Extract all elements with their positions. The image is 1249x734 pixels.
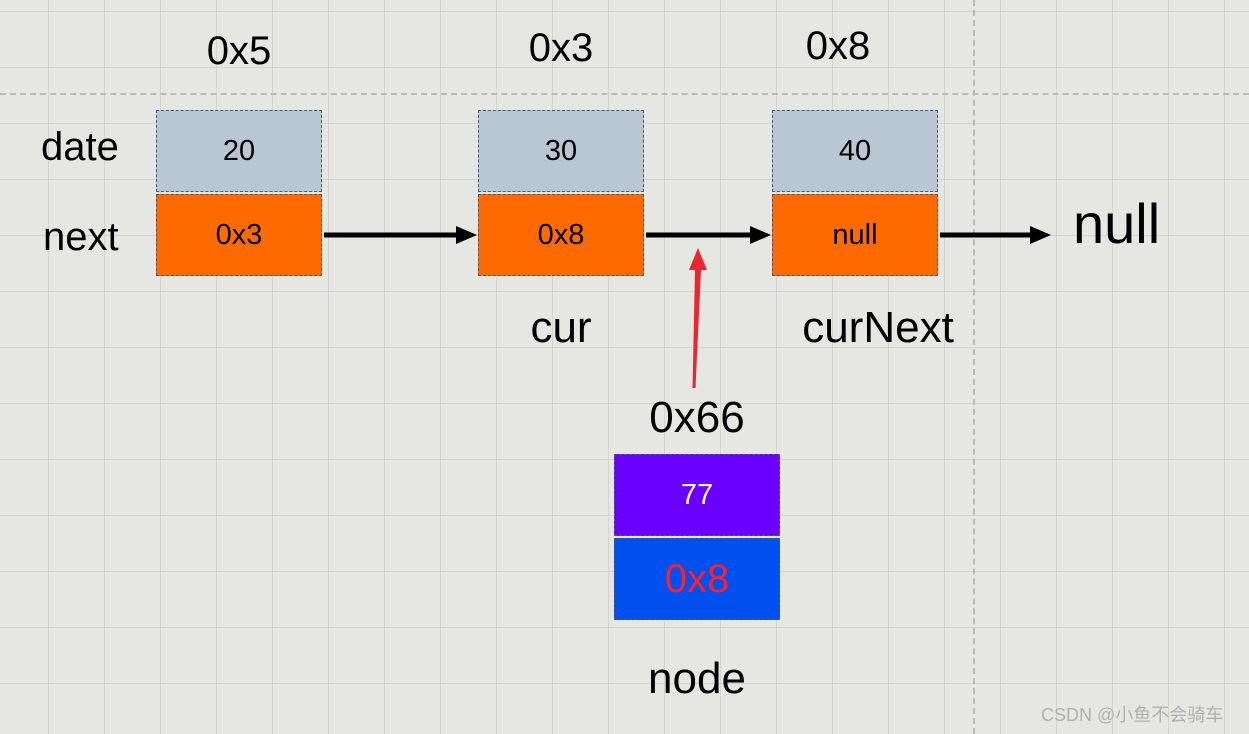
arrowhead-node1-to-node2 xyxy=(456,226,477,244)
row-label-date: date xyxy=(41,125,119,169)
node-1-date-cell: 20 xyxy=(156,110,322,192)
horizontal-guide-line xyxy=(0,93,1249,95)
new-node-next-value: 0x8 xyxy=(664,556,730,601)
node-1-date-value: 20 xyxy=(222,134,256,167)
node-1-next-value: 0x3 xyxy=(215,218,263,251)
node-2-address: 0x3 xyxy=(528,26,594,70)
node-2-variable-name: cur xyxy=(530,303,592,352)
list-terminal-null: null xyxy=(1073,192,1161,255)
node-3-next-cell: null xyxy=(772,194,938,276)
node-2-date-cell: 30 xyxy=(478,110,644,192)
new-node-date-cell: 77 xyxy=(614,454,780,536)
node-3-next-value: null xyxy=(832,218,878,251)
node-1-address: 0x5 xyxy=(206,29,272,73)
node-2-next-cell: 0x8 xyxy=(478,194,644,276)
node-2-next-value: 0x8 xyxy=(537,218,585,251)
insert-pointer-arrow xyxy=(689,248,707,388)
node-3-address: 0x8 xyxy=(805,24,871,68)
new-node-address: 0x66 xyxy=(649,393,745,442)
new-node-next-cell: 0x8 xyxy=(614,538,780,620)
node-3-date-value: 40 xyxy=(838,134,872,167)
new-node-variable-name: node xyxy=(648,654,746,703)
arrowhead-node2-to-node3 xyxy=(750,226,771,244)
new-node-date-value: 77 xyxy=(680,478,714,511)
arrowhead-node3-to-null xyxy=(1030,226,1051,244)
node-3-date-cell: 40 xyxy=(772,110,938,192)
row-label-next: next xyxy=(43,215,119,259)
node-3-variable-name: curNext xyxy=(802,303,954,352)
watermark: CSDN @小鱼不会骑车 xyxy=(1041,705,1224,725)
node-1-next-cell: 0x3 xyxy=(156,194,322,276)
vertical-guide-line xyxy=(973,0,975,734)
node-2-date-value: 30 xyxy=(544,134,578,167)
